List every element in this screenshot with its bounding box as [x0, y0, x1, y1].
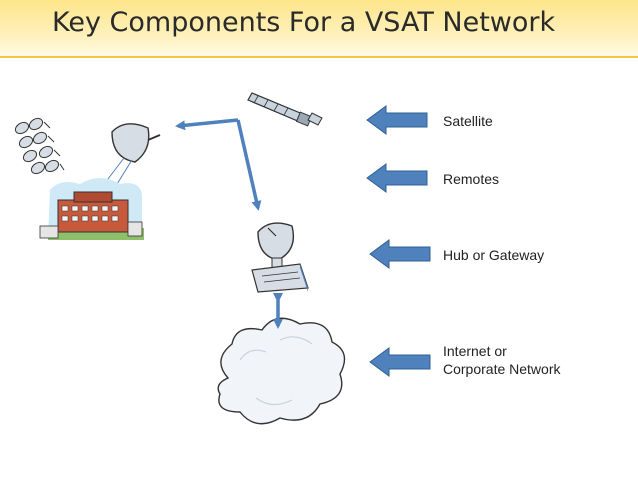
remote-dishes-icon — [14, 117, 65, 175]
label-internet-line1: Internet or — [443, 343, 507, 359]
hub-dish-icon — [251, 222, 309, 293]
cloud-icon — [217, 317, 346, 425]
vsat-diagram — [14, 92, 431, 425]
label-internet-line2: Corporate Network — [443, 361, 561, 377]
pointer-arrow-internet — [369, 347, 431, 377]
satellite-icon — [247, 92, 323, 127]
label-hub-gateway: Hub or Gateway — [443, 247, 545, 263]
connector-arrows — [175, 118, 283, 329]
label-remotes: Remotes — [443, 171, 500, 187]
slide-title: Key Components For a VSAT Network — [52, 7, 556, 38]
pointer-arrow-hub — [369, 239, 431, 269]
remote-dish-icon — [97, 123, 161, 193]
building-icon — [39, 178, 144, 240]
pointer-arrow-remotes — [366, 163, 428, 193]
title-bar — [0, 0, 638, 58]
pointer-arrow-satellite — [366, 105, 428, 135]
label-satellite: Satellite — [443, 113, 493, 129]
